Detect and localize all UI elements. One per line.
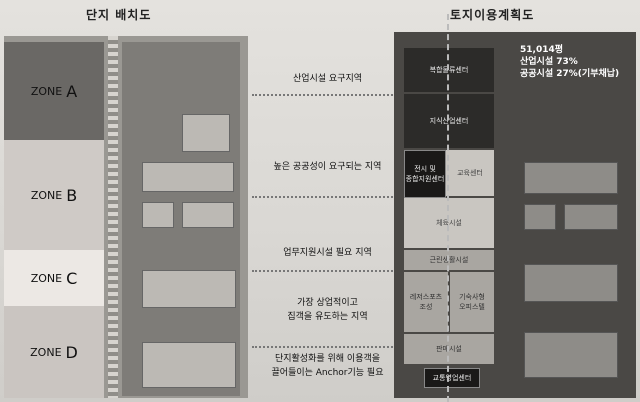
- land-use-plan: 복합물류센터 지식산업센터 전시 및 종합지원센터 교육센터 체육시설 근린생활…: [394, 32, 636, 398]
- left-title: 단지 배치도: [86, 8, 152, 22]
- road-arrow: [447, 14, 463, 402]
- land-use-exhibition: 전시 및 종합지원센터: [404, 150, 446, 198]
- building: [524, 204, 556, 230]
- land-use-officetel: 기숙사형 오피스텔: [450, 272, 494, 332]
- stat-industrial: 산업시설 73%: [520, 57, 578, 67]
- note-anchor: 단지활성화를 위해 이용객을 끌어들이는 Anchor기능 필요: [271, 354, 384, 378]
- vertical-road: [108, 36, 118, 398]
- zone-b: ZONE B: [4, 140, 104, 250]
- area-stats: 51,014평 산업시설 73% 공공시설 27%(기부채납): [520, 44, 619, 80]
- land-use-leisure: 레저스포츠 조성: [404, 272, 448, 332]
- note-commercial: 가장 상업적이고 집객을 유도하는 지역: [287, 298, 368, 322]
- building-blocks: [122, 42, 240, 396]
- zone-c-letter: C: [66, 268, 78, 288]
- divider: [252, 346, 400, 348]
- building: [142, 162, 234, 192]
- zone-c: ZONE C: [4, 250, 104, 306]
- stat-area: 51,014평: [520, 45, 564, 55]
- zone-d: ZONE D: [4, 306, 104, 398]
- zone-b-letter: B: [66, 185, 78, 205]
- land-use-education: 교육센터: [446, 150, 494, 196]
- building: [564, 204, 618, 230]
- land-use-transport-center: 교통영업센터: [424, 368, 480, 388]
- site-layout-plan: ZONE A ZONE B ZONE C ZONE D: [4, 36, 248, 398]
- zone-a-letter: A: [66, 81, 78, 101]
- divider: [252, 196, 400, 198]
- building: [524, 264, 618, 302]
- zone-a: ZONE A: [4, 42, 104, 140]
- building: [142, 270, 236, 308]
- building: [142, 342, 236, 388]
- zone-d-letter: D: [65, 342, 78, 362]
- divider: [252, 270, 400, 272]
- note-business-support: 업무지원시설 필요 지역: [283, 248, 372, 258]
- stat-public: 공공시설 27%(기부채납): [520, 69, 620, 79]
- building: [182, 114, 230, 152]
- building: [524, 332, 618, 378]
- zone-b-prefix: ZONE: [30, 188, 63, 202]
- zone-d-prefix: ZONE: [30, 345, 62, 359]
- building: [182, 202, 234, 228]
- zone-a-prefix: ZONE: [30, 84, 63, 98]
- building: [524, 162, 618, 194]
- zone-c-prefix: ZONE: [30, 271, 63, 285]
- note-public: 높은 공공성이 요구되는 지역: [273, 162, 382, 172]
- divider: [252, 94, 400, 96]
- note-industrial: 산업시설 요구지역: [292, 74, 363, 84]
- right-title: 토지이용계획도: [450, 8, 535, 22]
- land-use-knowledge-center: 지식산업센터: [404, 94, 494, 148]
- building: [142, 202, 174, 228]
